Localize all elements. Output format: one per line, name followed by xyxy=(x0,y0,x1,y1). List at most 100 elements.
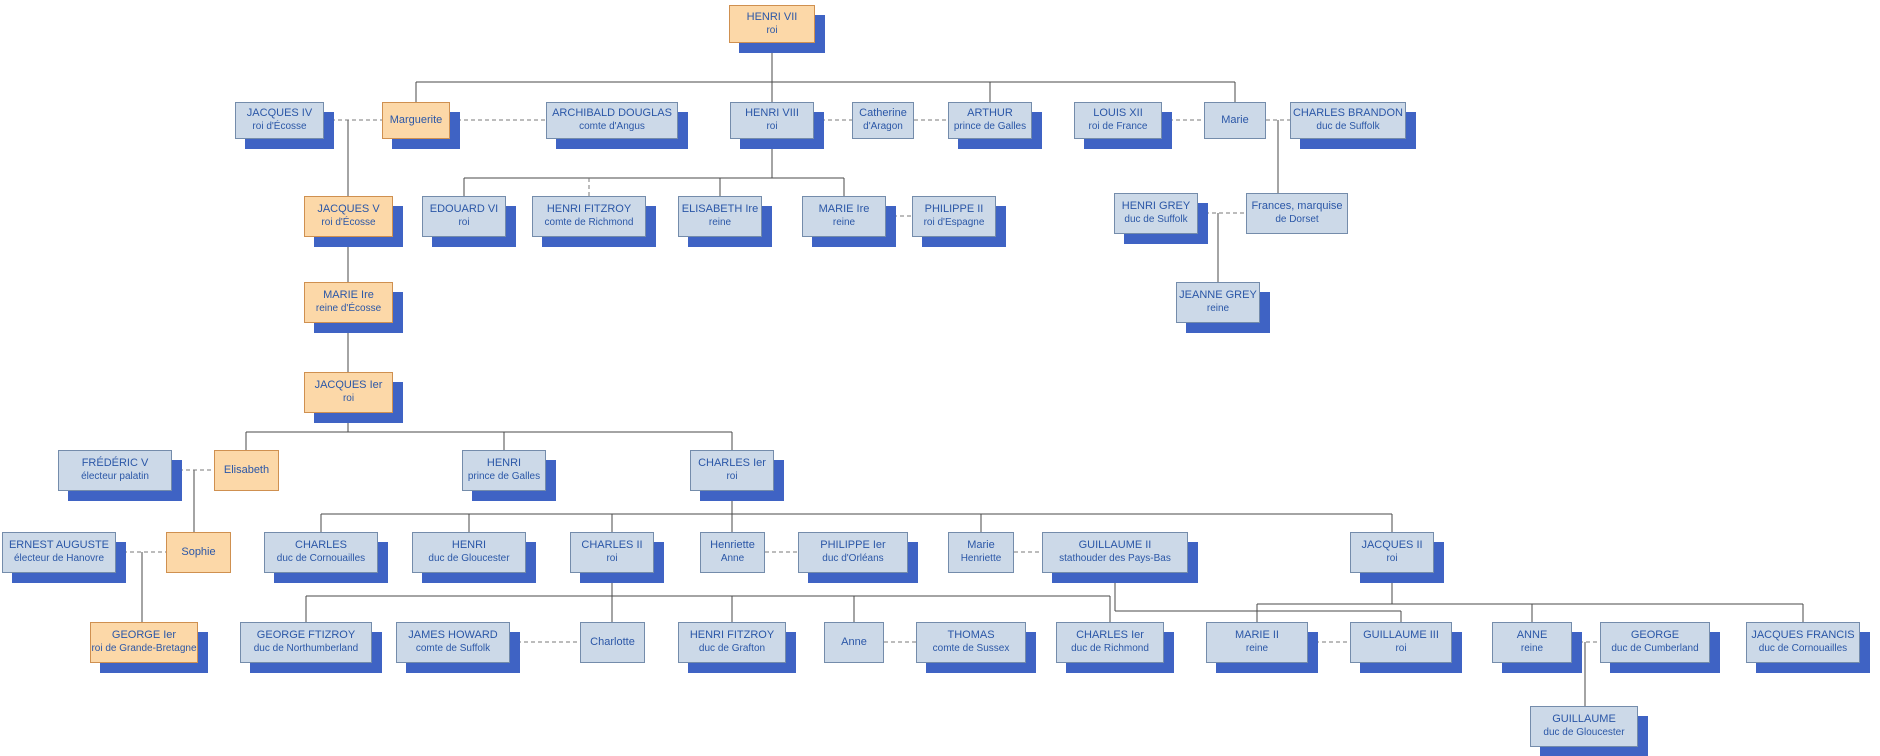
person-title: duc de Grafton xyxy=(698,643,766,655)
person-name: ARTHUR xyxy=(967,107,1013,120)
person-title: de Dorset xyxy=(1275,214,1319,226)
person-title: roi d'Écosse xyxy=(321,217,376,229)
person-title: prince de Galles xyxy=(953,121,1027,133)
person-name: JACQUES V xyxy=(317,203,380,216)
person-name: JACQUES Ier xyxy=(314,379,383,392)
person-title: roi xyxy=(342,393,355,405)
person-name: GEORGE FTIZROY xyxy=(256,629,356,642)
person-title: duc de Cornouailles xyxy=(276,553,366,565)
person-name: PHILIPPE Ier xyxy=(820,539,886,552)
person-title: duc de Cornouailles xyxy=(1758,643,1848,655)
person-name: Marie xyxy=(1221,113,1249,126)
person-title: roi xyxy=(726,471,738,483)
person-name: HENRI GREY xyxy=(1121,200,1191,213)
person-name: MARIE II xyxy=(1234,629,1279,642)
person-name: MARIE Ire xyxy=(323,289,374,302)
person-title: reine xyxy=(708,217,732,229)
node-marguerite: Marguerite xyxy=(382,102,450,139)
person-title: électeur de Hanovre xyxy=(13,553,105,565)
person-name: Frances, marquise xyxy=(1251,200,1343,213)
person-title: roi d'Écosse xyxy=(252,121,307,133)
person-title: roi d'Espagne xyxy=(923,217,985,229)
person-title: duc de Gloucester xyxy=(428,553,510,565)
person-name: JACQUES FRANCIS xyxy=(1751,629,1855,642)
person-title: duc d'Orléans xyxy=(822,553,884,565)
person-title: comte de Sussex xyxy=(932,643,1010,655)
person-name: HENRI VIII xyxy=(745,107,799,120)
person-title: prince de Galles xyxy=(467,471,541,483)
person-name: Marie xyxy=(967,539,995,552)
person-title: reine xyxy=(1520,643,1544,655)
person-name: GEORGE xyxy=(1630,629,1680,642)
person-name: FRÉDÉRIC V xyxy=(81,457,149,470)
person-name: MARIE Ire xyxy=(818,203,870,216)
person-name: Marguerite xyxy=(389,113,443,126)
node-marie-tudor: Marie xyxy=(1204,102,1266,139)
person-name: Catherine xyxy=(859,107,907,120)
person-name: GUILLAUME III xyxy=(1363,629,1439,642)
person-name: EDOUARD VI xyxy=(429,203,499,216)
person-title: comte de Suffolk xyxy=(415,643,491,655)
person-name: HENRI VII xyxy=(746,10,798,23)
person-title: roi xyxy=(766,121,778,133)
person-name: HENRI xyxy=(451,539,487,552)
person-title: duc de Suffolk xyxy=(1316,121,1380,133)
person-title: stathouder des Pays-Bas xyxy=(1059,553,1171,565)
person-title: duc de Northumberland xyxy=(253,643,359,655)
person-name: CHARLES Ier xyxy=(698,457,766,470)
person-name: PHILIPPE II xyxy=(924,203,984,216)
person-name: HENRI xyxy=(486,457,522,470)
node-sophie: Sophie xyxy=(166,532,231,573)
person-name: JEANNE GREY xyxy=(1179,289,1257,302)
person-title: duc de Cumberland xyxy=(1611,643,1699,655)
person-title: roi de Grande-Bretagne xyxy=(91,643,197,655)
person-title: Anne xyxy=(720,553,745,565)
person-title: duc de Gloucester xyxy=(1543,727,1625,739)
person-name: LOUIS XII xyxy=(1093,107,1143,120)
person-title: duc de Richmond xyxy=(1071,643,1149,655)
node-anne-fitzroy: Anne xyxy=(824,622,884,663)
person-name: ELISABETH Ire xyxy=(681,203,759,216)
person-name: CHARLES BRANDON xyxy=(1292,107,1404,120)
person-name: ARCHIBALD DOUGLAS xyxy=(552,107,672,120)
person-title: roi xyxy=(1395,643,1407,655)
person-title: reine xyxy=(1206,303,1230,315)
person-name: JACQUES II xyxy=(1361,539,1423,552)
person-name: ANNE xyxy=(1516,629,1548,642)
